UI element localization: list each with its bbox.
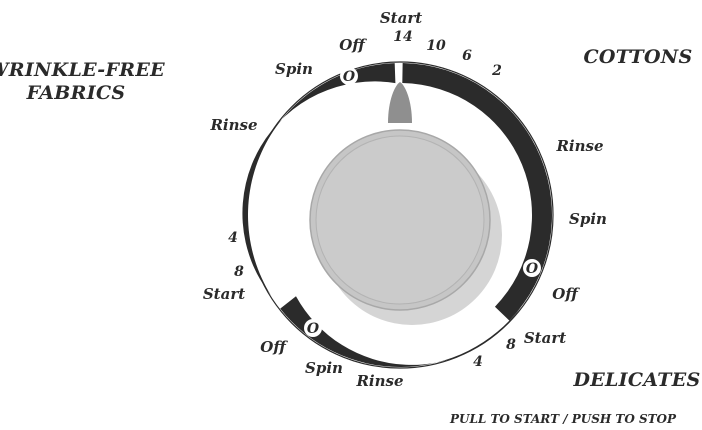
delicates-off-label: Off — [260, 338, 288, 356]
cottons-start-label: Start — [380, 9, 422, 27]
off-marker-symbol: O — [343, 69, 356, 85]
delicates-start-label: Start — [524, 329, 566, 347]
wrinkle-off-label: Off — [339, 36, 367, 54]
cottons-off-label: Off — [552, 285, 580, 303]
wrinkle-free-title-line2: FABRICS — [26, 82, 126, 104]
cottons-rinse-label: Rinse — [555, 137, 603, 155]
off-marker-symbol: O — [307, 321, 320, 337]
cottons-14-label: 14 — [393, 29, 412, 45]
delicates-spin-label: Spin — [305, 359, 343, 377]
delicates-8-label: 8 — [506, 337, 516, 353]
cottons-spin-label: Spin — [569, 210, 607, 228]
cottons-6-label: 6 — [462, 48, 472, 64]
delicates-off-marker: O — [304, 319, 322, 337]
knob-pointer — [388, 82, 412, 123]
wrinkle-start-label: Start — [203, 285, 245, 303]
timer-knob[interactable] — [309, 82, 502, 325]
wrinkle-off-marker: O — [340, 67, 358, 85]
delicates-title: DELICATES — [572, 369, 700, 391]
delicates-4-label: 4 — [473, 354, 483, 370]
off-markers: O O O — [304, 67, 541, 337]
pull-push-instructions: PULL TO START / PUSH TO STOP — [449, 412, 677, 426]
wrinkle-free-cycle-band[interactable] — [242, 63, 396, 296]
wrinkle-8-label: 8 — [234, 264, 244, 280]
wrinkle-rinse-label: Rinse — [209, 116, 257, 134]
cottons-off-marker: O — [523, 259, 541, 277]
cottons-cycle-band[interactable] — [402, 63, 552, 321]
off-marker-symbol: O — [526, 261, 539, 277]
delicates-rinse-label: Rinse — [355, 372, 403, 390]
wrinkle-4-label: 4 — [228, 230, 238, 246]
wrinkle-spin-label: Spin — [275, 60, 313, 78]
cycle-bands — [242, 63, 552, 367]
knob-inner-ring — [315, 135, 485, 305]
cottons-title: COTTONS — [583, 46, 692, 68]
delicates-cycle-band[interactable] — [280, 296, 522, 367]
cottons-10-label: 10 — [426, 38, 446, 54]
wrinkle-free-title-line1: WRINKLE-FREE — [0, 59, 165, 81]
cottons-2-label: 2 — [491, 63, 502, 79]
